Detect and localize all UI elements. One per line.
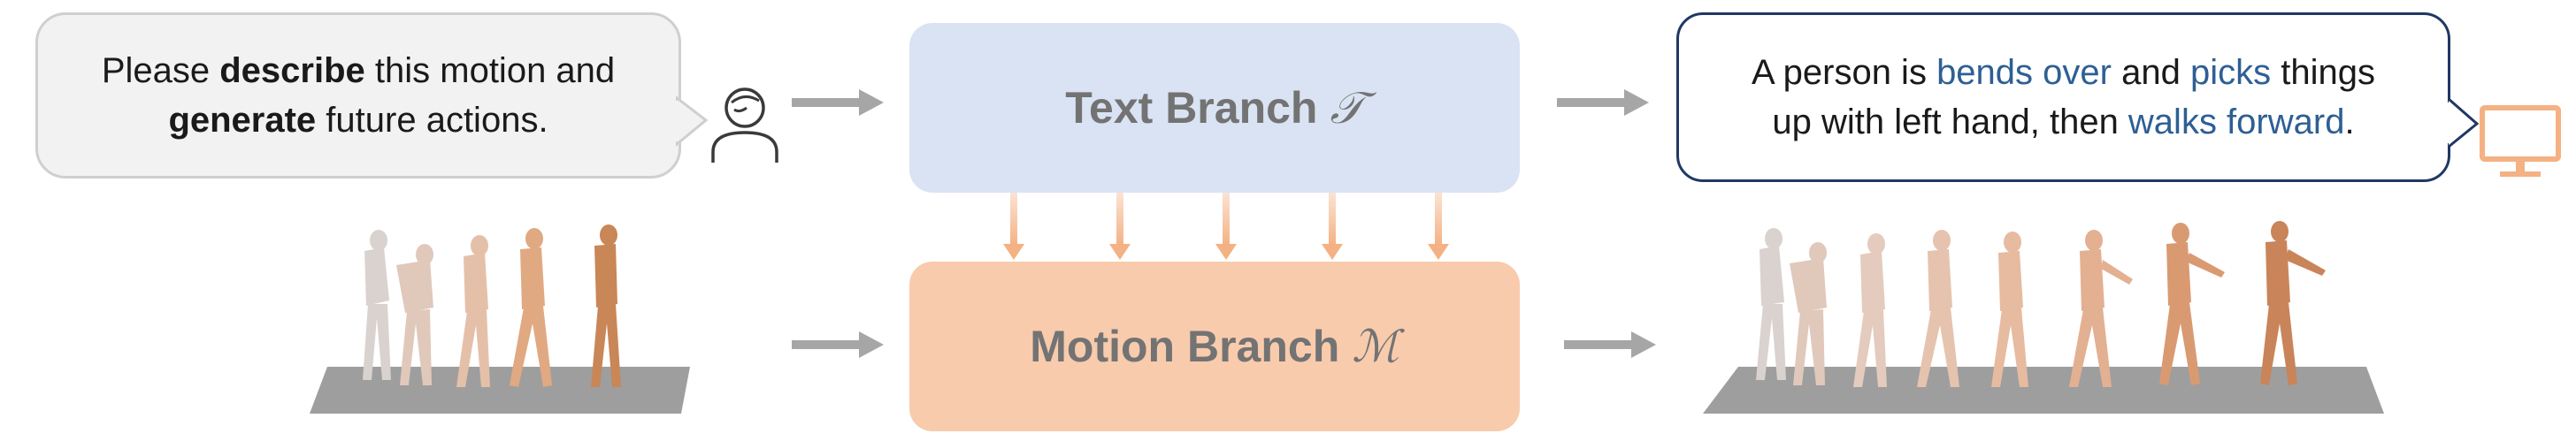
arrow-prompt-to-text-branch xyxy=(792,89,884,116)
input-human-figures xyxy=(363,224,621,387)
motion-branch-box: Motion Branch ℳ xyxy=(909,262,1520,431)
prompt-keyword-describe: describe xyxy=(219,51,365,90)
connection-arrow-3 xyxy=(1215,193,1237,260)
output-ground-plane xyxy=(1703,367,2384,414)
prompt-line-1: Please describe this motion and xyxy=(101,51,616,90)
human-figure xyxy=(591,224,621,387)
input-motion-sequence xyxy=(310,224,690,414)
text-branch-label: Text Branch xyxy=(1065,83,1318,133)
output-motion-sequence xyxy=(1703,221,2384,414)
output-human-figures xyxy=(1756,221,2326,387)
arrow-motion-branch-to-output xyxy=(1564,331,1656,358)
prompt-keyword-generate: generate xyxy=(168,101,317,140)
human-figure xyxy=(363,230,391,380)
human-figure xyxy=(2159,223,2225,385)
connection-arrow-2 xyxy=(1109,193,1131,260)
human-figure xyxy=(1756,228,1786,380)
human-figure xyxy=(1917,230,1959,387)
branch-connection-arrows xyxy=(1003,193,1449,260)
output-line-1: A person is bends over and picks things xyxy=(1752,53,2375,92)
prompt-line-2: generate future actions. xyxy=(168,101,548,140)
user-icon xyxy=(711,87,778,163)
output-highlight-bends-over: bends over xyxy=(1936,53,2112,92)
output-highlight-walks-forward: walks forward xyxy=(2128,103,2345,141)
human-figure xyxy=(2260,221,2326,385)
output-line-2: up with left hand, then walks forward. xyxy=(1772,103,2355,141)
monitor-icon xyxy=(2480,105,2561,177)
motion-branch-symbol: ℳ xyxy=(1352,321,1399,372)
human-figure xyxy=(1790,242,1827,385)
connection-arrow-1 xyxy=(1003,193,1024,260)
connection-arrow-4 xyxy=(1322,193,1343,260)
user-bubble-tail xyxy=(676,95,709,147)
human-figure xyxy=(456,235,490,387)
human-figure xyxy=(396,244,433,385)
user-prompt-bubble: Please describe this motion and generate… xyxy=(35,12,681,179)
motion-branch-label: Motion Branch xyxy=(1030,322,1340,371)
human-figure xyxy=(2069,230,2133,387)
connection-arrow-5 xyxy=(1428,193,1449,260)
output-highlight-picks: picks xyxy=(2189,53,2272,92)
human-figure xyxy=(1991,232,2028,387)
text-branch-symbol: 𝒯 xyxy=(1330,81,1364,133)
arrow-motion-input-to-motion-branch xyxy=(792,331,884,358)
model-output-bubble: A person is bends over and picks things … xyxy=(1676,12,2450,182)
human-figure xyxy=(510,228,552,387)
output-bubble-tail xyxy=(2447,97,2480,148)
human-figure xyxy=(1853,233,1887,387)
text-branch-box: Text Branch 𝒯 xyxy=(909,23,1520,193)
arrow-text-branch-to-output xyxy=(1557,89,1649,116)
